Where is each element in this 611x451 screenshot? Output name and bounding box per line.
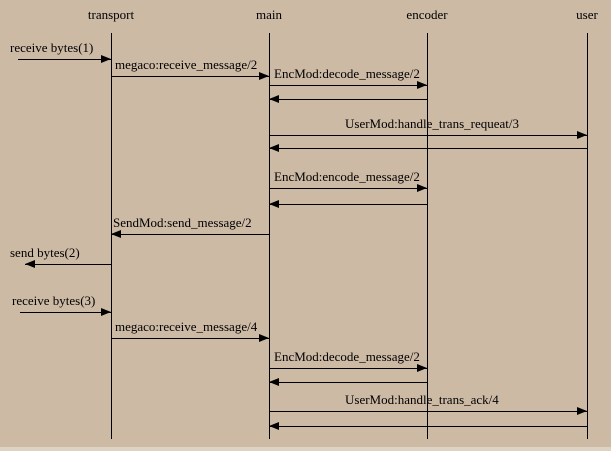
message-line-call [111,338,269,339]
lifeline-line-user [587,33,588,439]
window-edge-highlight [0,447,611,451]
lifeline-label-user: user [576,7,598,22]
message-label: UserMod:handle_trans_ack/4 [345,392,499,407]
message-label: SendMod:send_message/2 [113,215,252,230]
message-line-return [269,204,427,205]
message-line-call [111,234,269,235]
arrowhead-right-icon [577,131,587,139]
message-line-call [269,188,427,189]
message-line-call [269,368,427,369]
lifeline-label-encoder: encoder [406,7,448,22]
message-line-call [269,411,587,412]
lifeline-label-transport: transport [87,7,135,22]
arrowhead-right-icon [259,334,269,342]
message-line-call [269,85,427,86]
message-line-return [269,382,427,383]
message-line-call [20,312,111,313]
arrowhead-left-icon [269,144,279,152]
message-line-return [269,148,587,149]
message-line-call [269,135,587,136]
message-label: megaco:receive_message/2 [115,57,258,72]
arrowhead-left-icon [269,378,279,386]
message-label: receive bytes(1) [10,40,94,55]
arrowhead-right-icon [417,364,427,372]
arrowhead-left-icon [111,230,121,238]
arrowhead-left-icon [269,95,279,103]
arrowhead-right-icon [417,81,427,89]
message-label: receive bytes(3) [12,293,96,308]
arrowhead-right-icon [417,184,427,192]
message-label: send bytes(2) [10,245,80,260]
message-line-return [269,99,427,100]
message-line-call [25,264,111,265]
arrowhead-left-icon [25,260,35,268]
arrowhead-right-icon [101,308,111,316]
message-label: EncMod:encode_message/2 [274,169,420,184]
lifeline-label-main: main [256,7,282,22]
message-line-return [269,426,587,427]
arrowhead-right-icon [259,72,269,80]
message-label: EncMod:decode_message/2 [274,349,420,364]
arrowhead-right-icon [101,55,111,63]
lifeline-line-encoder [427,33,428,439]
arrowhead-left-icon [269,200,279,208]
arrowhead-left-icon [269,422,279,430]
message-label: megaco:receive_message/4 [115,319,258,334]
lifeline-line-main [269,33,270,439]
arrowhead-right-icon [577,407,587,415]
message-label: UserMod:handle_trans_requeat/3 [345,116,520,131]
message-label: EncMod:decode_message/2 [274,66,420,81]
message-line-call [111,76,269,77]
message-line-call [18,59,111,60]
